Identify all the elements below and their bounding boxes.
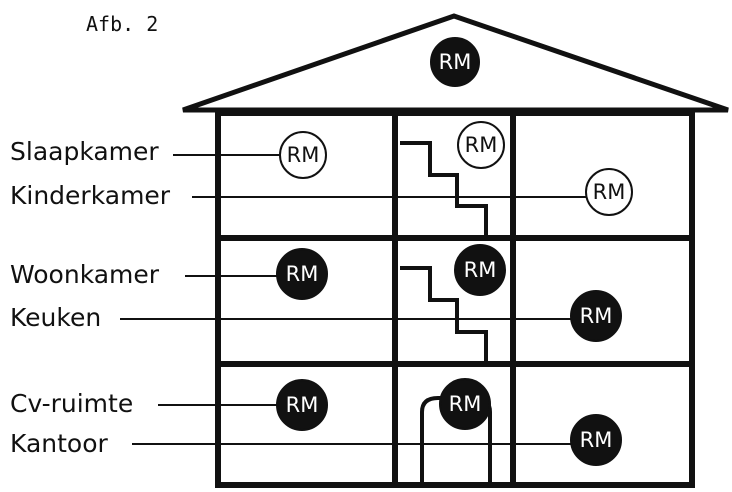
room-label-keuken: Keuken — [10, 303, 101, 332]
detector-label: RM — [449, 392, 482, 416]
detector-label: RM — [593, 180, 626, 204]
smoke-detector-stairwell-middle: RM — [454, 244, 506, 296]
smoke-detector-keuken: RM — [570, 290, 622, 342]
detector-label: RM — [287, 143, 320, 167]
smoke-detector-stairwell-top: RM — [457, 121, 505, 169]
room-label-slaapkamer: Slaapkamer — [10, 137, 159, 166]
smoke-detector-kinderkamer: RM — [585, 168, 633, 216]
smoke-detector-woonkamer: RM — [276, 248, 328, 300]
smoke-detector-ground-floor-hall: RM — [439, 378, 491, 430]
smoke-detector-roof: RM — [430, 37, 480, 87]
detector-label: RM — [464, 258, 497, 282]
stairs-middle — [400, 266, 488, 364]
smoke-detector-kantoor: RM — [570, 414, 622, 466]
smoke-detector-cv-ruimte: RM — [276, 379, 328, 431]
smoke-detector-slaapkamer: RM — [279, 131, 327, 179]
stairs-top — [400, 141, 488, 238]
room-label-kinderkamer: Kinderkamer — [10, 181, 171, 210]
detector-label: RM — [286, 262, 319, 286]
detector-label: RM — [286, 393, 319, 417]
detector-label: RM — [439, 50, 472, 74]
house-outline — [215, 110, 695, 488]
detector-label: RM — [465, 133, 498, 157]
figure-caption: Afb. 2 — [86, 12, 159, 36]
room-label-woonkamer: Woonkamer — [10, 260, 160, 289]
room-label-kantoor: Kantoor — [10, 429, 109, 458]
room-label-cv-ruimte: Cv-ruimte — [10, 389, 133, 418]
detector-label: RM — [580, 428, 613, 452]
detector-label: RM — [580, 304, 613, 328]
